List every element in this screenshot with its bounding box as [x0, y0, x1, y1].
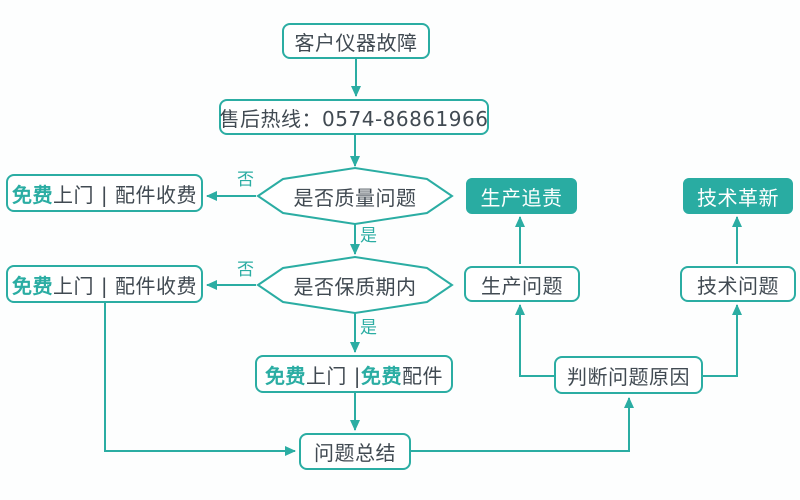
node-summary: 问题总结: [299, 433, 411, 470]
node-judge-cause: 判断问题原因: [554, 356, 703, 394]
node-production-accountability: 生产追责: [466, 178, 577, 214]
node-tech-innovation: 技术革新: [683, 178, 793, 214]
node-hotline: 售后热线：0574-86861966: [219, 99, 489, 135]
edge-paidparts-to-summary: [104, 303, 296, 456]
node-free-visit-paid-parts-1: 免费上门 | 配件收费: [6, 174, 203, 212]
edge-label-no-warranty: 否: [237, 260, 254, 280]
node-free-visit-free-parts: 免费上门 | 免费配件: [255, 355, 453, 393]
edge-judge-to-production-issue: [515, 304, 554, 377]
decision-hexagon-quality: [256, 166, 454, 226]
node-free-visit-paid-parts-2: 免费上门 | 配件收费: [6, 265, 203, 303]
edge-summary-to-judge: [411, 397, 634, 452]
decision-hexagon-warranty: [256, 255, 454, 315]
edge-label-yes-warranty: 是: [360, 318, 377, 338]
edge-label-no-quality: 否: [237, 170, 254, 190]
edge-label-yes-quality: 是: [360, 226, 377, 246]
node-production-issue: 生产问题: [464, 266, 580, 302]
node-tech-issue: 技术问题: [680, 266, 796, 302]
node-customer-failure: 客户仪器故障: [282, 23, 430, 59]
edge-judge-to-tech-issue: [703, 304, 742, 377]
